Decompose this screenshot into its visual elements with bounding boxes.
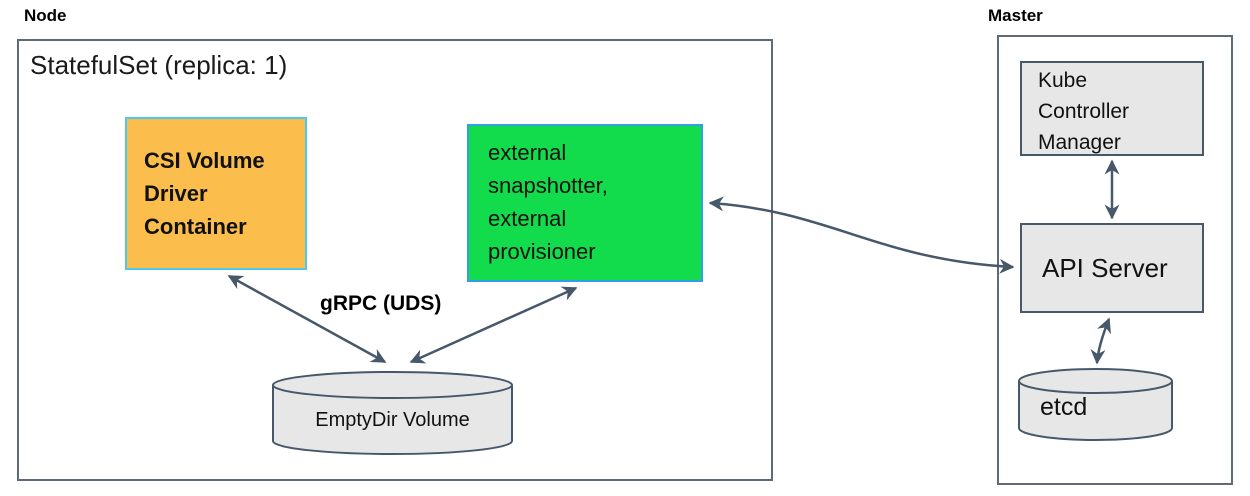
- etcd-cylinder-body: [1018, 381, 1173, 441]
- api-server-label: API Server: [1042, 252, 1168, 283]
- api-server-etcd-arrow: [1090, 317, 1111, 365]
- master-group-label: Master: [988, 6, 1043, 25]
- csi-grpc-arrow: [227, 274, 387, 364]
- emptydir-volume-cylinder: [272, 371, 513, 455]
- api-server-box: API Server: [1020, 223, 1204, 313]
- statefulset-title: StatefulSet (replica: 1): [30, 50, 288, 80]
- csi-volume-driver-label: CSI Volume Driver Container: [144, 148, 265, 239]
- etcd-cylinder-top: [1018, 368, 1173, 394]
- etcd-label: etcd: [1040, 393, 1088, 421]
- etcd-cylinder: [1018, 368, 1173, 441]
- node-group-label: Node: [24, 6, 67, 25]
- emptydir-cylinder-body: [272, 385, 513, 455]
- kube-controller-manager-label: Kube Controller Manager: [1038, 69, 1130, 155]
- sidecar-grpc-arrow: [409, 286, 578, 364]
- emptydir-cylinder-top: [272, 371, 513, 399]
- emptydir-volume-label: EmptyDir Volume: [315, 409, 470, 431]
- kube-controller-manager-box: Kube Controller Manager: [1020, 61, 1204, 156]
- sidecar-api-server-arrow: [708, 196, 1015, 274]
- external-sidecar-box: external snapshotter, external provision…: [467, 124, 703, 282]
- external-sidecar-label: external snapshotter, external provision…: [488, 140, 608, 264]
- csi-volume-driver-box: CSI Volume Driver Container: [125, 117, 307, 270]
